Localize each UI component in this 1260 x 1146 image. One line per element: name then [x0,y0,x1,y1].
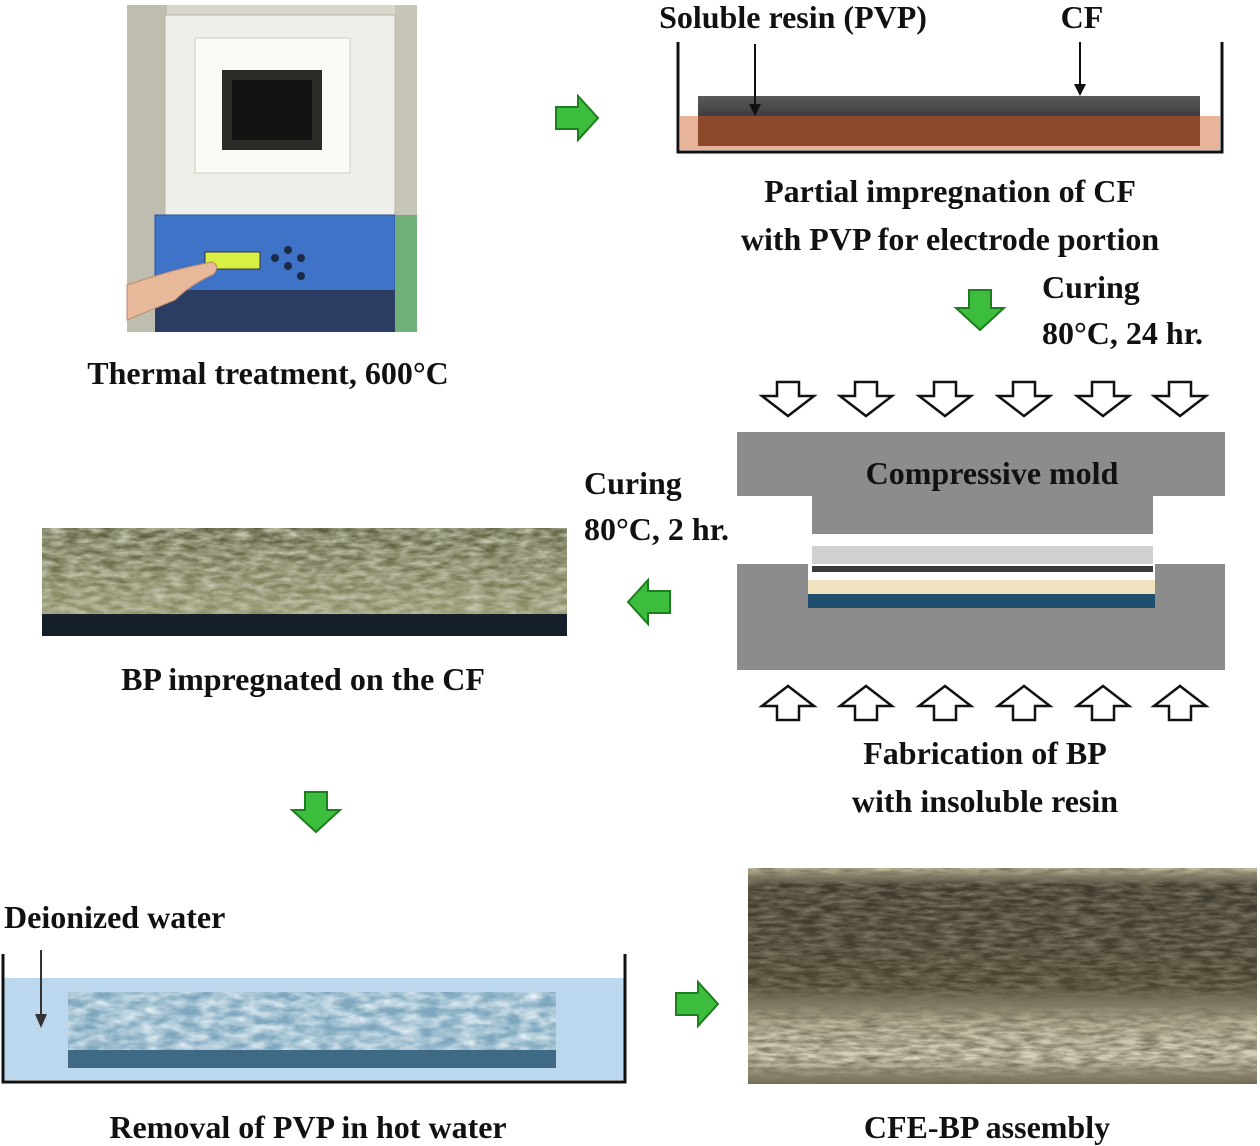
impregnation-caption-line2: with PVP for electrode portion [741,221,1160,257]
bp-caption: BP impregnated on the CF [121,661,485,697]
bp-sample-photo [42,528,567,636]
flow-arrow-right-icon [555,95,599,141]
flow-arrow-down-icon [291,791,341,833]
pressure-up-arrow-icon [917,684,973,722]
pressure-up-arrow-icon [1075,684,1131,722]
pressure-down-arrow-icon [996,380,1052,418]
curing1-condition: 80°C, 24 hr. [1042,315,1203,351]
compressive-mold [737,432,1225,670]
pressure-up-arrow-icon [760,684,816,722]
pressure-up-arrow-icon [1152,684,1208,722]
pressure-down-arrow-icon [917,380,973,418]
pressure-down-arrow-icon [1075,380,1131,418]
pressure-down-arrow-icon [838,380,894,418]
cf-label: CF [1061,0,1104,35]
pressure-down-arrow-icon [1152,380,1208,418]
water-label: Deionized water [4,899,225,935]
impregnation-caption-line1: Partial impregnation of CF [764,173,1136,209]
impregnation-tray [676,42,1224,154]
resin-label: Soluble resin (PVP) [659,0,927,35]
mold-pressure-arrows-top [760,380,1208,418]
assembly-caption: CFE-BP assembly [864,1109,1110,1145]
assembly-photo [748,868,1257,1084]
flow-arrow-right-icon [675,981,719,1027]
furnace-photo [126,5,417,332]
flow-arrow-down-icon [955,289,1005,331]
water-bath [1,950,627,1084]
curing1-title: Curing [1042,269,1140,305]
curing2-condition: 80°C, 2 hr. [584,511,729,547]
water-caption: Removal of PVP in hot water [109,1109,506,1145]
mold-pressure-arrows-bottom [760,684,1208,722]
mold-caption-line1: Fabrication of BP [863,735,1107,771]
curing2-title: Curing [584,465,682,501]
mold-label: Compressive mold [866,455,1119,491]
flow-arrow-left-icon [627,579,671,625]
pressure-up-arrow-icon [996,684,1052,722]
furnace-caption: Thermal treatment, 600°C [87,355,448,391]
pressure-down-arrow-icon [760,380,816,418]
pressure-up-arrow-icon [838,684,894,722]
mold-caption-line2: with insoluble resin [852,783,1118,819]
